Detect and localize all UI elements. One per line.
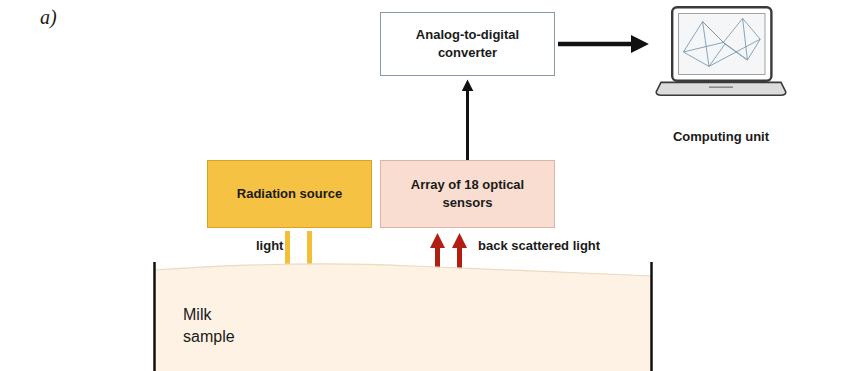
light-label: light (256, 238, 283, 253)
laptop-icon (636, 4, 806, 124)
arrow-line (466, 85, 469, 160)
network-graph (683, 18, 760, 66)
milk-fill (154, 264, 652, 371)
flow-arrow (558, 44, 641, 45)
node-text: Radiation source (237, 185, 342, 203)
arrow-line (558, 42, 641, 47)
source-box: Radiation source (207, 160, 372, 228)
milk-container: Milk sample (153, 262, 653, 371)
laptop-notch (709, 86, 733, 88)
container-outline (153, 262, 653, 371)
milk-surface (154, 264, 652, 276)
sensor-box: Array of 18 optical sensors (380, 160, 555, 228)
container-wall (650, 262, 653, 371)
converter-box: Analog-to-digital converter (380, 12, 555, 76)
flow-arrow (467, 85, 468, 160)
node-text: Computing unit (636, 128, 806, 146)
scatter-label: back scattered light (478, 238, 600, 253)
screen-area (679, 14, 765, 75)
node-text: Milk sample (183, 304, 253, 347)
container-wall (153, 262, 156, 371)
laptop-screen (672, 7, 771, 81)
node-text: Array of 18 optical sensors (408, 176, 528, 211)
computer-laptop: Computing unit (636, 4, 806, 154)
node-text: Analog-to-digital converter (403, 26, 533, 61)
laptop-base (656, 82, 786, 95)
panel-letter: a) (40, 6, 57, 29)
